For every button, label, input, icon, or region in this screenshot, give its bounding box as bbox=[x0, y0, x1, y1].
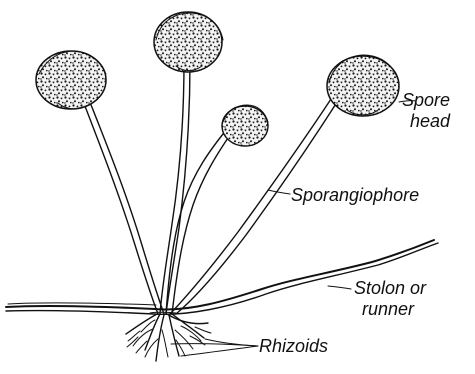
label-stolon-line2: runner bbox=[362, 299, 415, 319]
label-spore-head-line1: Spore bbox=[402, 90, 450, 110]
label-stolon-line1: Stolon or bbox=[354, 278, 427, 298]
spore-head-1 bbox=[36, 51, 106, 109]
label-rhizoids: Rhizoids bbox=[259, 336, 328, 356]
label-spore-head-line2: head bbox=[410, 111, 451, 131]
label-sporangiophore: Sporangiophore bbox=[291, 185, 419, 205]
spore-head-4 bbox=[327, 55, 399, 116]
spore-head-2 bbox=[154, 12, 223, 72]
spore-head-3 bbox=[222, 105, 268, 146]
spore-heads bbox=[36, 12, 399, 146]
